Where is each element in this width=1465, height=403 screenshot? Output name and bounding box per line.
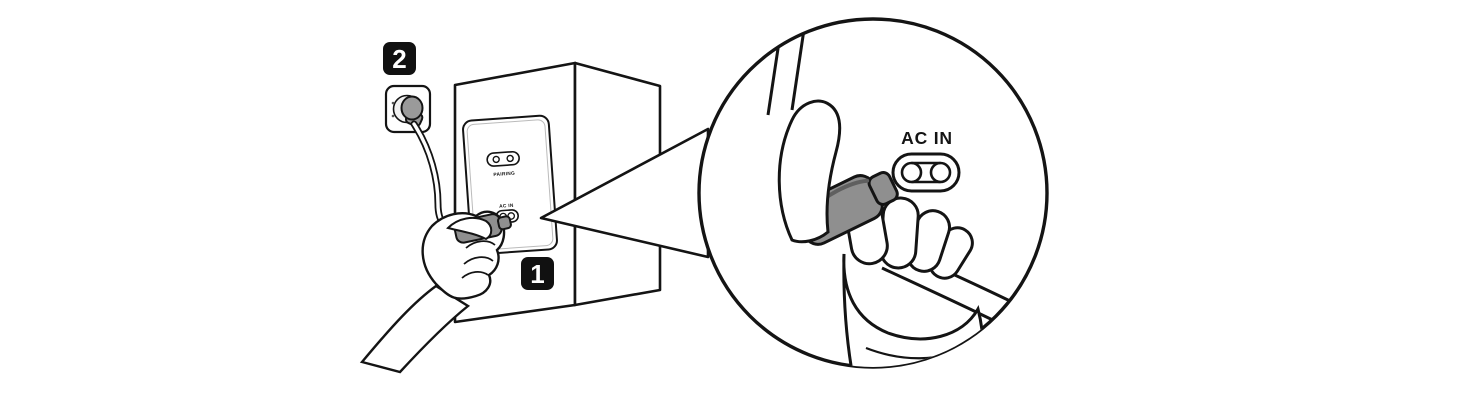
arm-main xyxy=(359,284,471,374)
ac-in-inlet-zoom xyxy=(891,152,961,193)
pairing-led-left xyxy=(492,155,500,164)
pairing-button xyxy=(486,150,520,167)
ac-in-label-panel: AC IN xyxy=(499,203,514,210)
thumb-main xyxy=(446,216,493,241)
step-2-badge-bg xyxy=(383,42,416,75)
step-1-badge: 1 xyxy=(521,257,554,290)
outlet-screw-top xyxy=(391,101,395,105)
outlet-screw-bottom xyxy=(391,114,395,118)
zoom-scene: AC IN xyxy=(766,19,1047,367)
step-2-badge: 2 xyxy=(383,42,416,75)
ac-in-label-zoom: AC IN xyxy=(901,128,953,148)
finger-line-1 xyxy=(465,240,496,249)
panel-inner-line xyxy=(466,119,554,251)
inlet-hole-left xyxy=(900,161,923,184)
connector-tip-zoom xyxy=(867,171,899,206)
hand-zoom xyxy=(777,99,985,367)
wall-plug-icon xyxy=(400,95,424,121)
pairing-label: PAIRING xyxy=(493,171,515,179)
wall-outlet xyxy=(384,84,432,134)
inlet-hole-right xyxy=(929,161,952,184)
pairing-led-right xyxy=(506,154,514,163)
step-1-badge-bg xyxy=(521,257,554,290)
step-1-label: 1 xyxy=(530,259,544,289)
step-2-label: 2 xyxy=(392,44,406,74)
inlet-bridge-lines xyxy=(911,161,941,184)
connector-tip-main xyxy=(496,215,512,231)
finger-line-3 xyxy=(461,271,489,279)
finger-line-2 xyxy=(463,256,494,265)
hand-main xyxy=(359,210,512,374)
thumb-zoom xyxy=(777,99,842,244)
